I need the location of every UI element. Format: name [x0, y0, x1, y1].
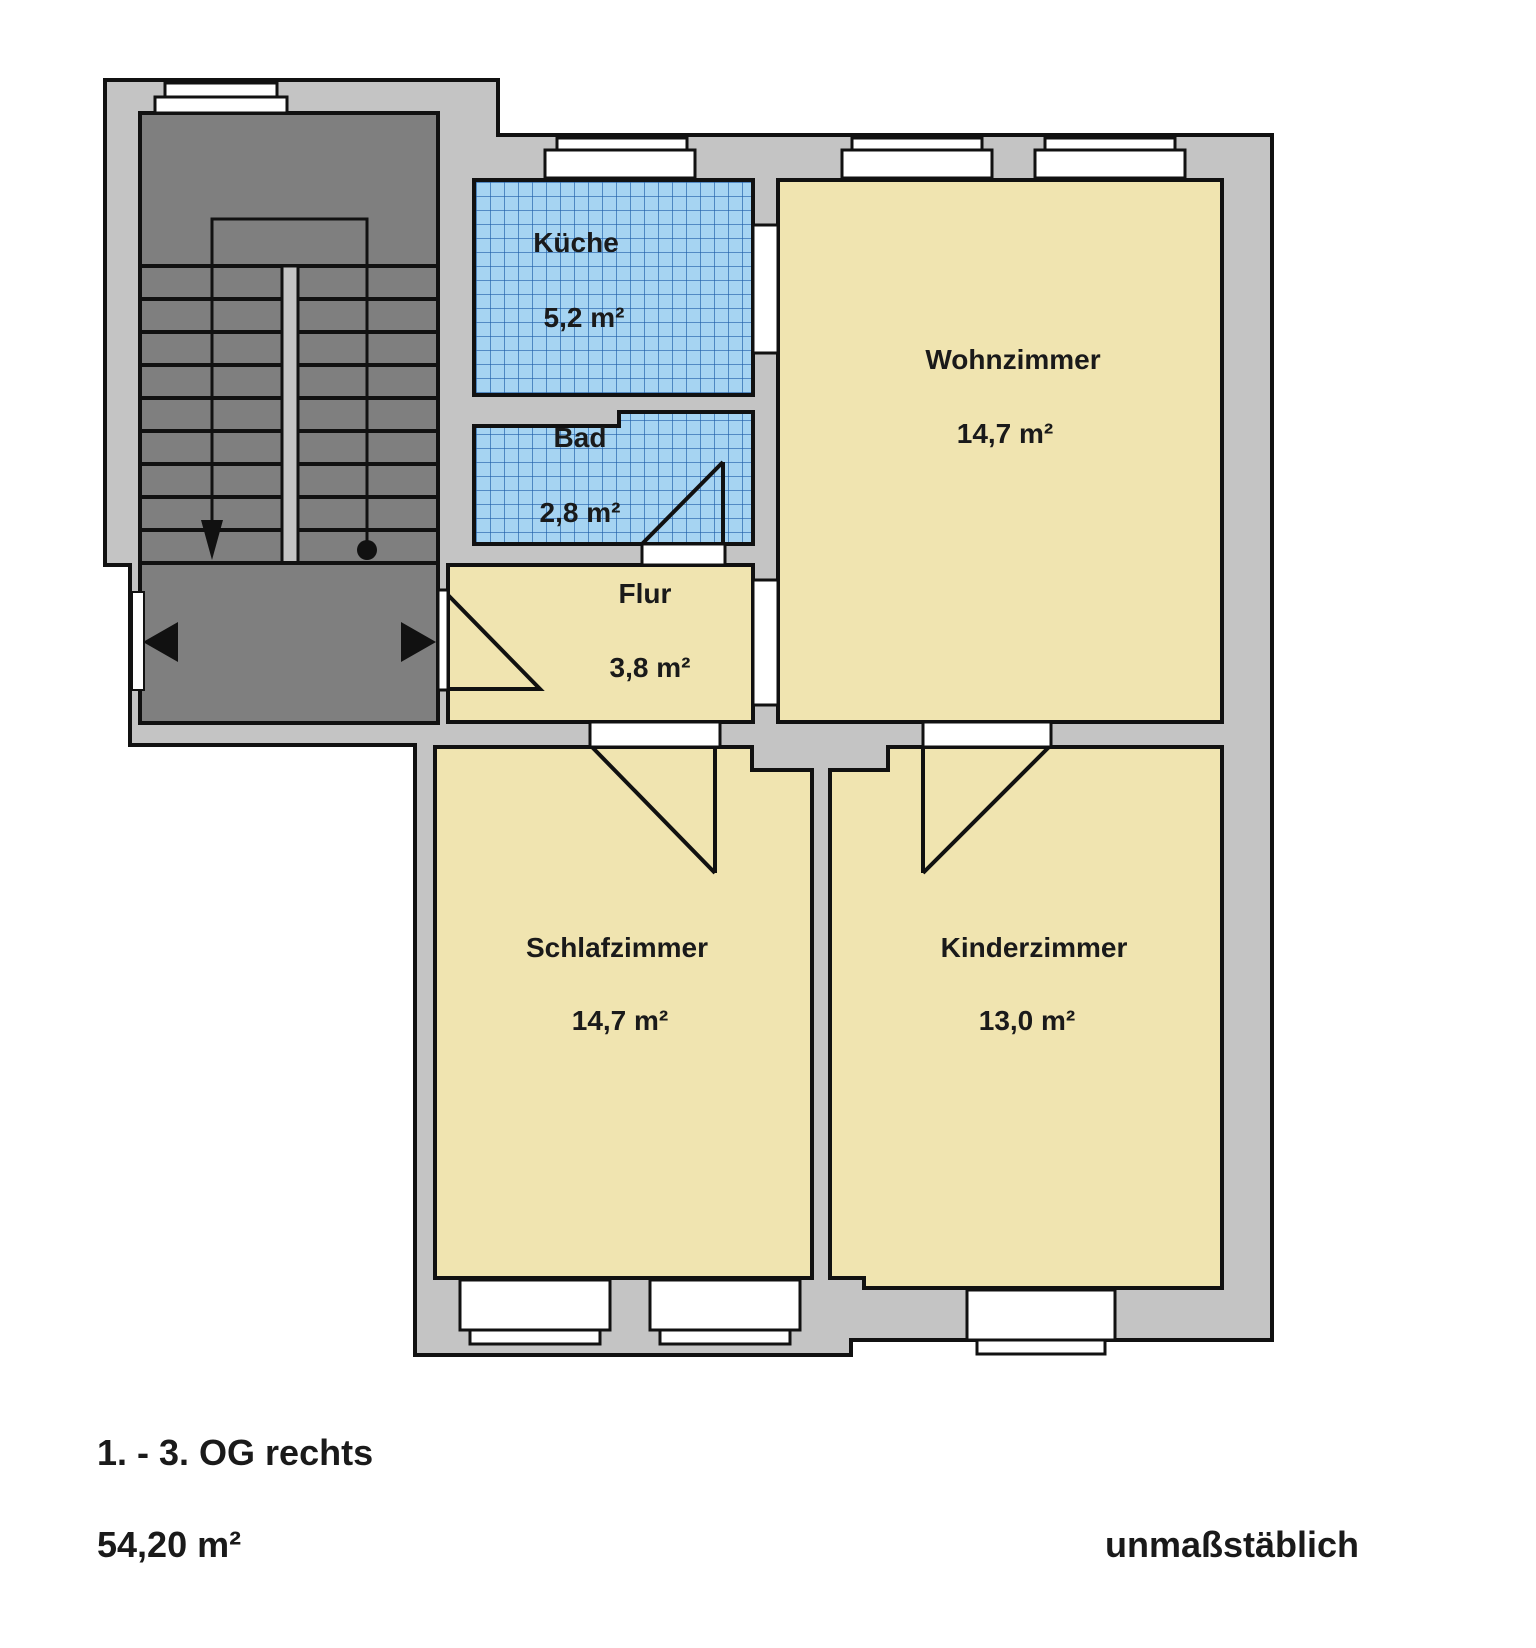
arrow-down-icon: [201, 520, 223, 560]
room-name-schlafzimmer: Schlafzimmer: [526, 932, 708, 963]
room-flur: [446, 563, 755, 724]
dot-marker-icon: [357, 540, 377, 560]
room-name-kinderzimmer: Kinderzimmer: [941, 932, 1128, 963]
room-schlafzimmer: [433, 745, 814, 1280]
room-area-kinderzimmer: 13,0 m²: [979, 1005, 1076, 1036]
room-area-schlafzimmer: 14,7 m²: [572, 1005, 669, 1036]
room-bad: [472, 410, 755, 546]
door-swings: [446, 460, 1051, 875]
room-area-bad: 2,8 m²: [540, 497, 621, 528]
room-name-kueche: Küche: [533, 227, 619, 258]
arrow-right-icon: [401, 622, 436, 662]
room-area-kueche: 5,2 m²: [544, 302, 625, 333]
room-name-flur: Flur: [619, 578, 672, 609]
room-wohnzimmer: [776, 178, 1224, 724]
floor-label: 1. - 3. OG rechts: [97, 1432, 374, 1473]
door-openings: [436, 223, 1053, 749]
room-kueche: [472, 178, 755, 397]
room-name-bad: Bad: [554, 422, 607, 453]
staircase: [131, 111, 440, 725]
room-area-wohnzimmer: 14,7 m²: [957, 418, 1054, 449]
room-kinderzimmer: [828, 745, 1224, 1290]
room-name-wohnzimmer: Wohnzimmer: [925, 344, 1100, 375]
scale-note: unmaßstäblich: [1105, 1524, 1360, 1565]
total-area: 54,20 m²: [97, 1524, 242, 1565]
arrow-left-icon: [143, 622, 178, 662]
windows: [153, 81, 1187, 1356]
room-area-flur: 3,8 m²: [610, 652, 691, 683]
